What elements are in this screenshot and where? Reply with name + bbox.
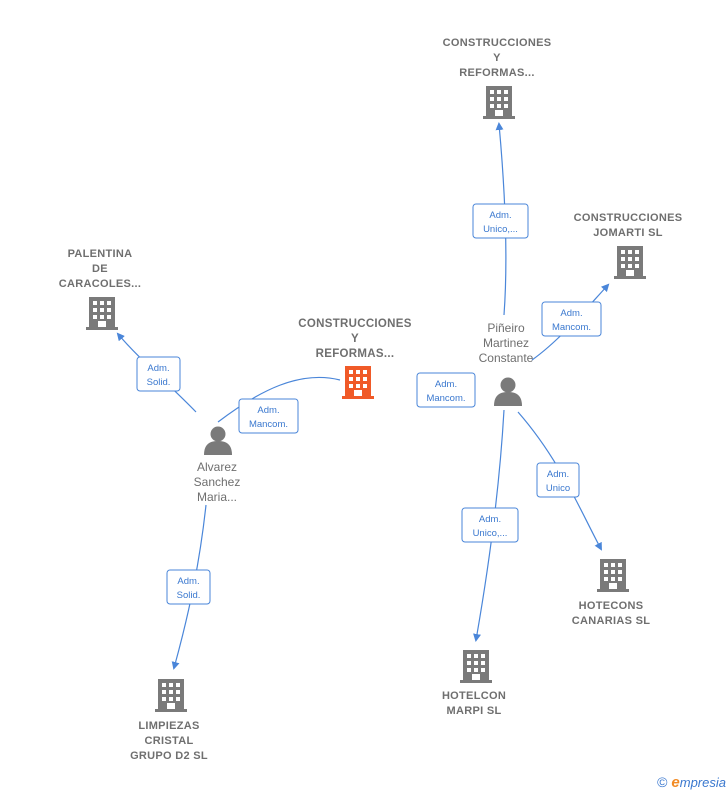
relation-pineiro-jomarti[interactable]: Adm. Mancom. — [541, 301, 602, 337]
relation-role: Adm. — [489, 210, 511, 221]
building-icon — [614, 246, 646, 279]
company-name-line: REFORMAS... — [316, 348, 395, 360]
building-icon — [155, 679, 187, 712]
relation-role: Adm. — [177, 576, 199, 587]
company-name-line: JOMARTI SL — [593, 227, 663, 239]
relation-role: Adm. — [147, 363, 169, 374]
relation-alvarez-center[interactable]: Adm. Mancom. — [238, 398, 299, 434]
relation-type: Unico,... — [483, 224, 518, 235]
company-name-line: HOTELCON — [442, 690, 506, 702]
company-name-line: CONSTRUCCIONES — [443, 37, 552, 49]
relation-pineiro-top[interactable]: Adm. Unico,... — [472, 203, 529, 239]
building-icon — [597, 559, 629, 592]
company-name-line: REFORMAS... — [459, 67, 534, 79]
company-name-line: GRUPO D2 SL — [130, 750, 208, 762]
company-name-line: CONSTRUCCIONES — [298, 318, 411, 330]
company-name-line: LIMPIEZAS — [138, 720, 199, 732]
company-name-line: CRISTAL — [145, 735, 194, 747]
relation-type: Solid. — [177, 590, 201, 601]
relation-alvarez-limpiezas[interactable]: Adm. Solid. — [166, 569, 211, 605]
company-name-line: CONSTRUCCIONES — [574, 212, 683, 224]
brand-initial: e — [671, 774, 680, 791]
company-name-line: CARACOLES... — [59, 278, 141, 290]
relation-role: Adm. — [257, 405, 279, 416]
relation-pineiro-center[interactable]: Adm. Mancom. — [416, 372, 476, 408]
building-icon — [342, 366, 374, 399]
person-name-line: Alvarez — [197, 460, 237, 474]
relation-type: Mancom. — [426, 393, 465, 404]
building-icon — [460, 650, 492, 683]
company-node-hotecons[interactable]: HOTECONS CANARIAS SL — [572, 559, 650, 627]
relation-role: Adm. — [560, 308, 582, 319]
company-node-hotelcon[interactable]: HOTELCON MARPI SL — [442, 650, 506, 717]
person-node-pineiro[interactable]: Piñeiro Martinez Constante — [479, 321, 534, 406]
company-name-line: Y — [351, 333, 359, 345]
company-name-line: Y — [493, 52, 501, 64]
person-name-line: Constante — [479, 351, 534, 365]
company-node-palentina[interactable]: PALENTINA DE CARACOLES... — [59, 248, 141, 330]
person-name-line: Martinez — [483, 336, 529, 350]
person-icon — [204, 426, 232, 455]
company-node-jomarti[interactable]: CONSTRUCCIONES JOMARTI SL — [574, 212, 683, 279]
relation-pineiro-hotelcon[interactable]: Adm. Unico,... — [461, 507, 519, 543]
person-name-line: Sanchez — [194, 475, 241, 489]
relation-role: Adm. — [479, 514, 501, 525]
company-name-line: CANARIAS SL — [572, 615, 650, 627]
relation-alvarez-palentina[interactable]: Adm. Solid. — [136, 356, 181, 392]
company-node-construcciones-top[interactable]: CONSTRUCCIONES Y REFORMAS... — [443, 37, 552, 119]
company-name-line: MARPI SL — [447, 705, 502, 717]
relation-type: Unico — [546, 483, 570, 494]
relation-type: Unico,... — [473, 528, 508, 539]
person-name-line: Maria... — [197, 490, 237, 504]
copyright-icon: © — [657, 774, 668, 790]
person-node-alvarez[interactable]: Alvarez Sanchez Maria... — [194, 426, 241, 505]
person-icon — [494, 377, 522, 406]
edge-alvarez-center — [217, 376, 341, 423]
relation-role: Adm. — [435, 379, 457, 390]
company-node-limpiezas[interactable]: LIMPIEZAS CRISTAL GRUPO D2 SL — [130, 679, 208, 762]
relation-pineiro-hotecons[interactable]: Adm. Unico — [536, 462, 580, 498]
company-node-center[interactable]: CONSTRUCCIONES Y REFORMAS... — [298, 318, 411, 399]
relation-type: Solid. — [147, 377, 171, 388]
company-name-line: DE — [92, 263, 108, 275]
company-name-line: HOTECONS — [579, 600, 644, 612]
brand-name: mpresia — [679, 775, 726, 790]
building-icon — [86, 297, 118, 330]
relation-role: Adm. — [547, 469, 569, 480]
relation-type: Mancom. — [249, 419, 288, 430]
person-name-line: Piñeiro — [487, 321, 525, 335]
relation-type: Mancom. — [552, 322, 591, 333]
footer-brand[interactable]: ©empresia — [657, 774, 726, 791]
building-icon — [483, 86, 515, 119]
company-name-line: PALENTINA — [68, 248, 133, 260]
